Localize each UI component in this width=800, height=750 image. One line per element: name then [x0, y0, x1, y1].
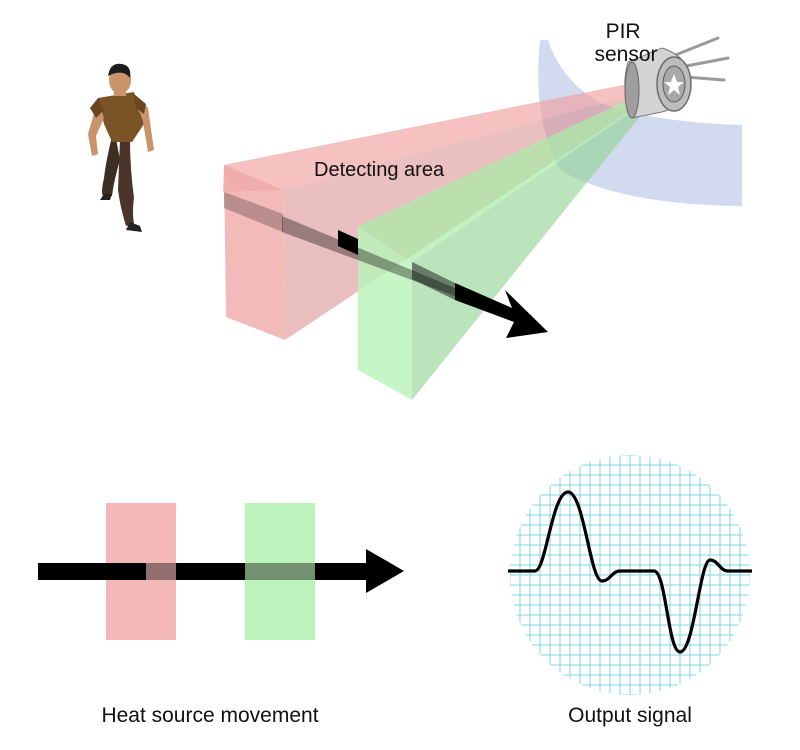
- output-signal-scope: Output signal: [508, 455, 752, 727]
- detect-zone-green: [358, 98, 642, 400]
- sensor-label-line-2: sensor: [594, 43, 657, 66]
- walking-person-icon: [88, 63, 154, 232]
- heat-source-movement-diagram: Heat source movement: [38, 503, 404, 727]
- zone-green-strip: [245, 503, 315, 640]
- sensor-label: PIR sensor: [594, 20, 657, 66]
- sensor-label-line-1: PIR: [606, 20, 641, 43]
- arrow-right-icon: [38, 549, 404, 593]
- detecting-area-label: Detecting area: [314, 159, 445, 181]
- movement-arrow-3d: [282, 216, 548, 338]
- pir-sensor-icon: [624, 36, 730, 119]
- heat-source-movement-label: Heat source movement: [101, 704, 318, 727]
- signal-waveform: [508, 490, 752, 654]
- output-signal-label: Output signal: [568, 704, 692, 727]
- detection-scene: PIR sensor Detecting area: [88, 20, 742, 400]
